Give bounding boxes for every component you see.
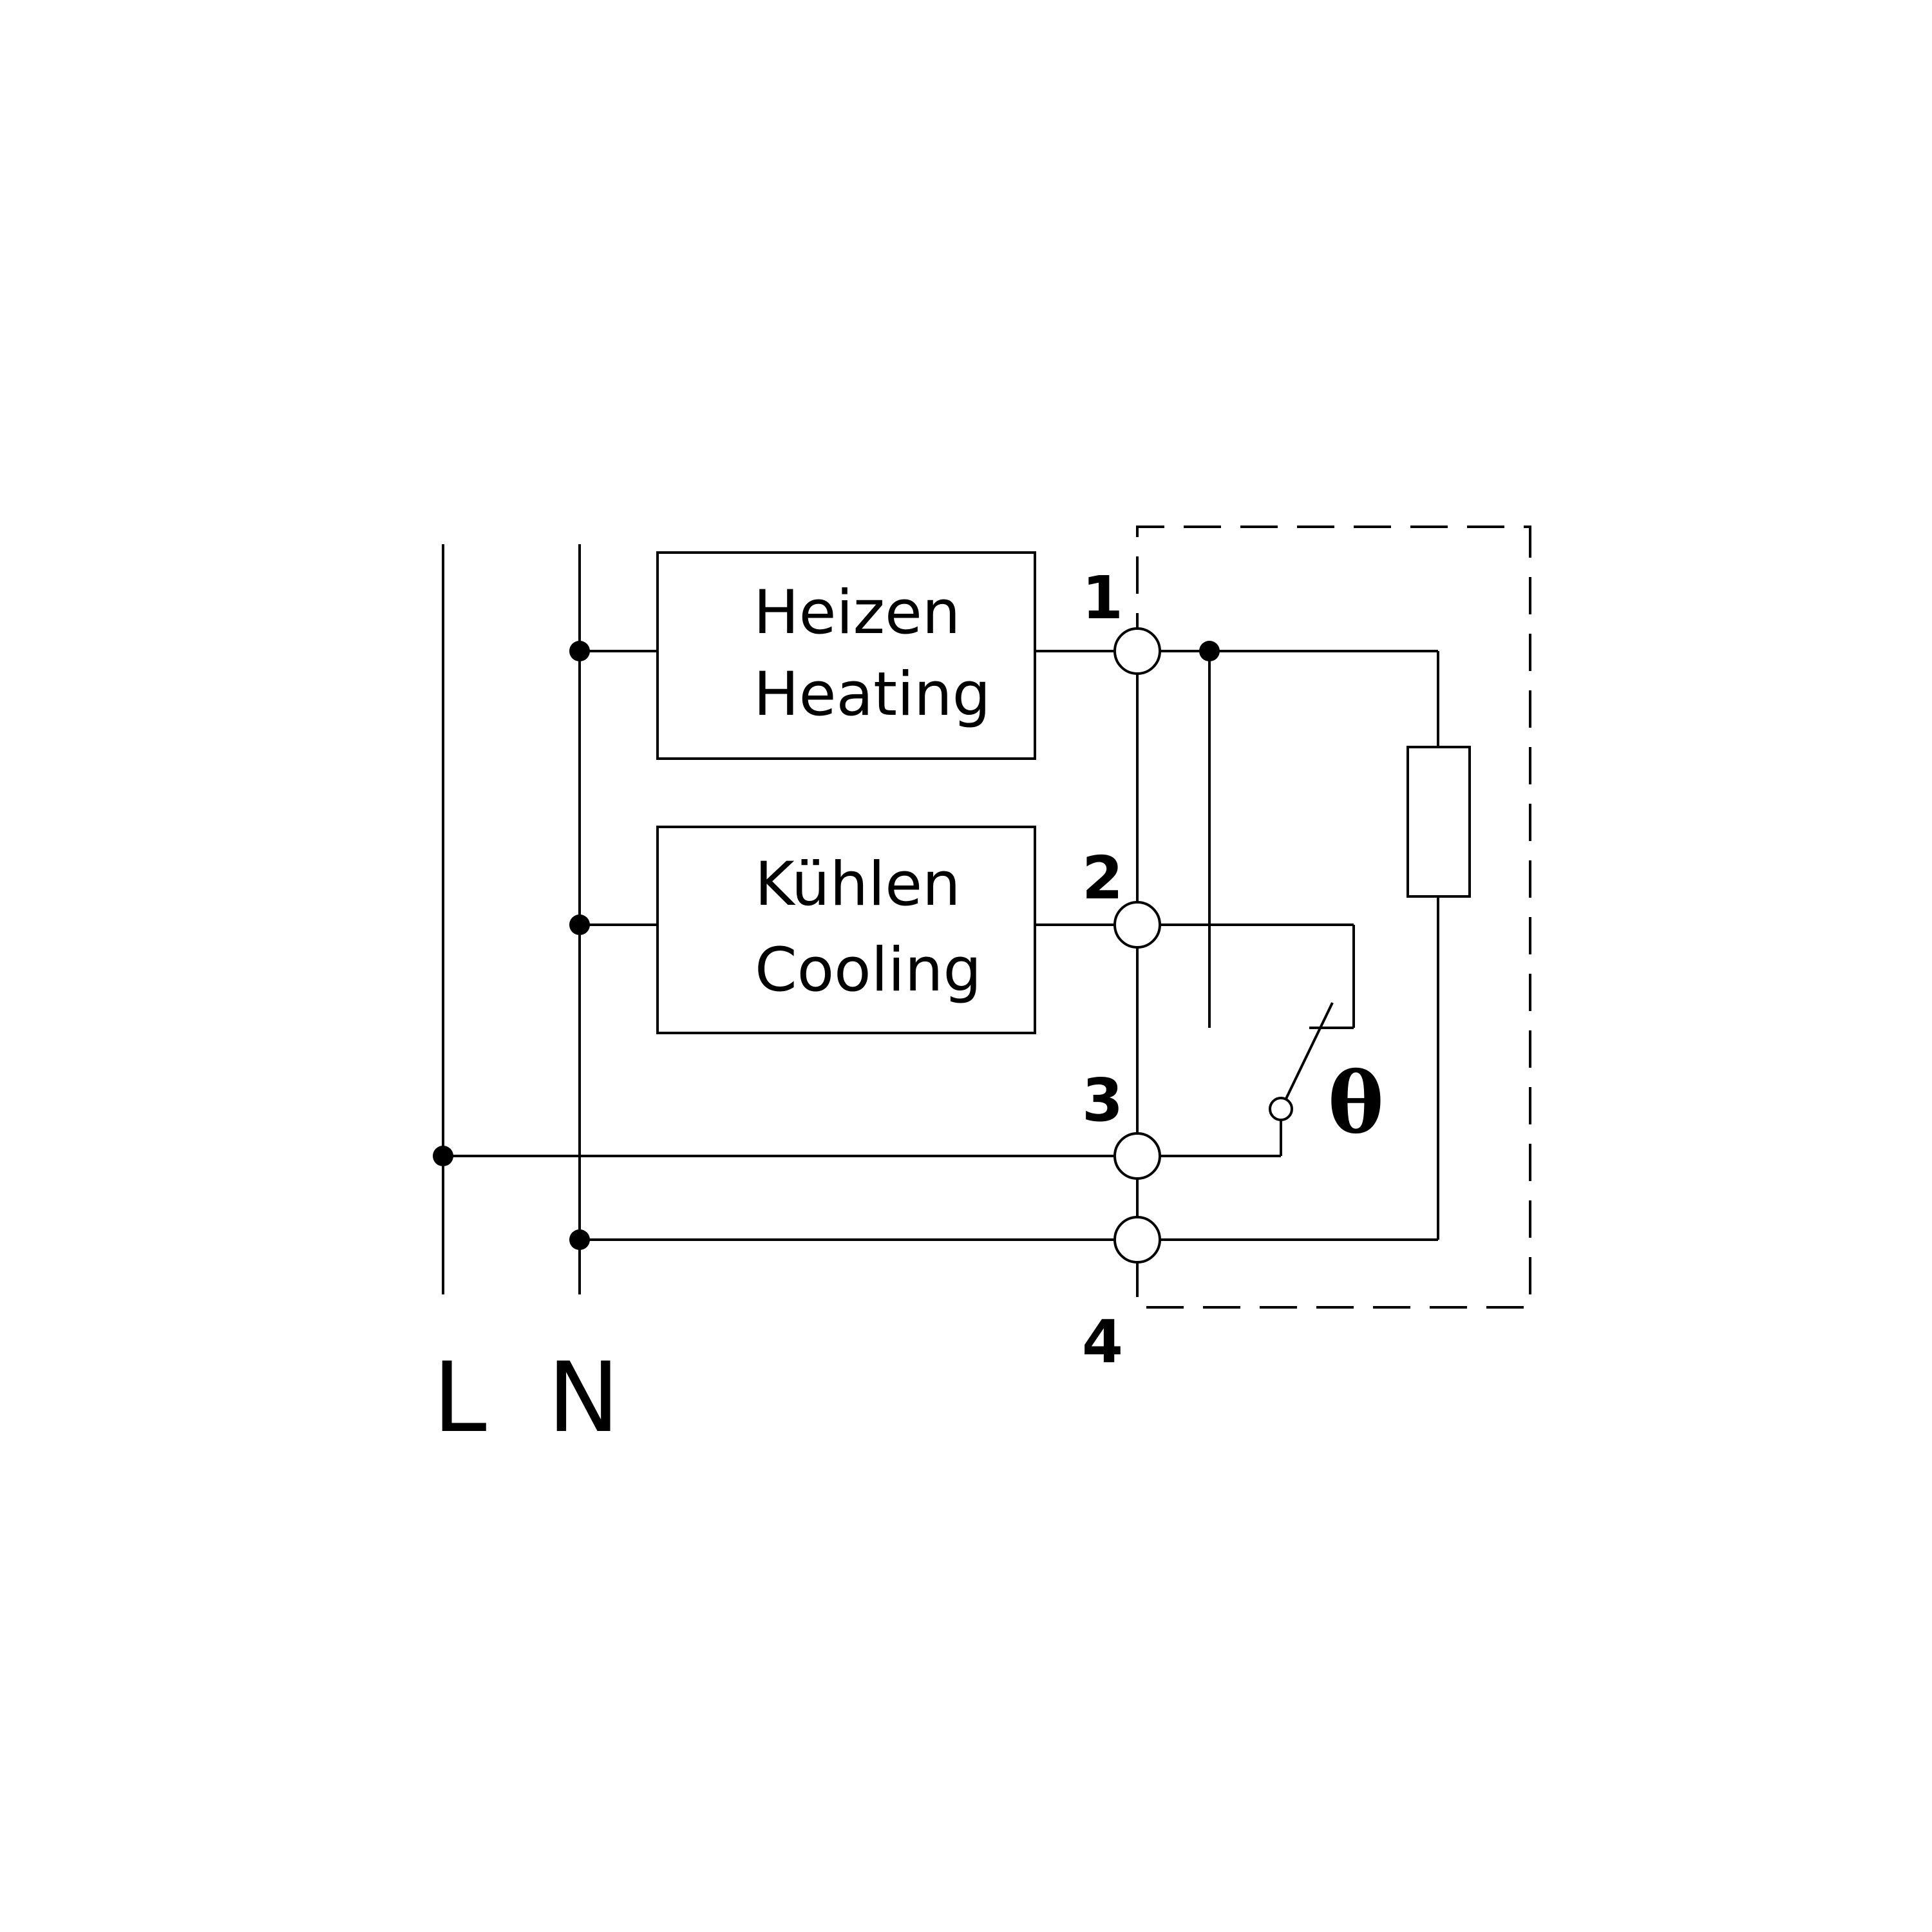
terminal-4-label: 4	[1082, 1307, 1123, 1376]
terminal-2	[1113, 901, 1161, 949]
cooling-label-de: Kühlen	[755, 849, 961, 920]
junction-line-terminal-3	[433, 1146, 453, 1166]
switch-pivot	[1269, 1097, 1293, 1121]
heating-label-en: Heating	[753, 659, 990, 730]
thermostat-enclosure	[1136, 526, 1531, 1309]
cooling-label-en: Cooling	[755, 935, 981, 1005]
thermostat-symbol: θ	[1328, 1054, 1384, 1152]
terminal-1	[1113, 627, 1161, 675]
junction-internal-terminal-1	[1199, 641, 1220, 661]
junction-neutral-terminal-4	[569, 1229, 590, 1250]
switch-blade	[1285, 1002, 1334, 1099]
heating-load-box	[656, 551, 1036, 760]
line-rail-label: L	[433, 1342, 487, 1454]
neutral-rail-label: N	[547, 1342, 620, 1454]
junction-neutral-heating	[569, 641, 590, 661]
heating-label-de: Heizen	[753, 578, 960, 648]
terminal-3-label: 3	[1082, 1066, 1123, 1135]
terminal-3	[1113, 1132, 1161, 1180]
heater-resistor	[1406, 746, 1471, 898]
cooling-load-box	[656, 826, 1036, 1034]
terminal-2-label: 2	[1082, 844, 1123, 913]
terminal-1-label: 1	[1082, 564, 1123, 632]
junction-neutral-cooling	[569, 914, 590, 935]
terminal-4	[1113, 1216, 1161, 1264]
